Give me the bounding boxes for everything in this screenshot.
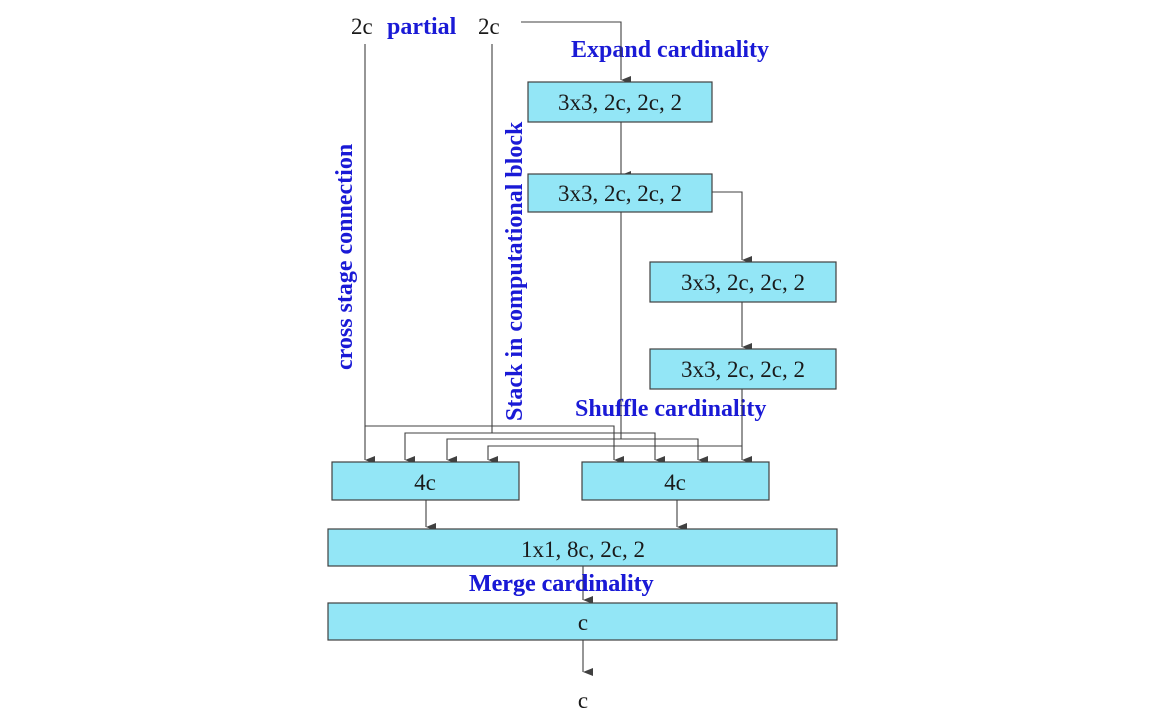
edge-input-to-conv1 <box>521 21 631 84</box>
edge-conv4-to-left <box>487 445 742 464</box>
conv-block-4: 3x3, 2c, 2c, 2 <box>649 348 837 390</box>
stack-computational-block-label: Stack in computational block <box>502 121 528 421</box>
transition-block-label: 1x1, 8c, 2c, 2 <box>521 537 645 562</box>
output-block-label: c <box>578 610 588 635</box>
cross-stage-connection-label: cross stage connection <box>332 144 358 370</box>
merge-cardinality-label-overlay: Merge cardinality <box>469 571 654 597</box>
edge-cross-stage-to-right <box>364 44 624 464</box>
input-right-label: 2c <box>478 14 500 39</box>
concat-block-right: 4c <box>581 461 770 501</box>
input-left-label: 2c <box>351 14 373 39</box>
expand-cardinality-label: Expand cardinality <box>571 37 769 63</box>
conv-block-2: 3x3, 2c, 2c, 2 <box>527 173 713 213</box>
conv-block-4-label: 3x3, 2c, 2c, 2 <box>681 357 805 382</box>
conv-block-1-label: 3x3, 2c, 2c, 2 <box>558 90 682 115</box>
output-block: c <box>327 602 838 641</box>
conv-block-3: 3x3, 2c, 2c, 2 <box>649 261 837 303</box>
partial-label: partial <box>387 14 457 40</box>
edge-conv2-to-left <box>446 438 621 464</box>
conv-block-1: 3x3, 2c, 2c, 2 <box>527 81 713 123</box>
shuffle-cardinality-label: Shuffle cardinality <box>575 396 766 422</box>
merge-cardinality-label: Merge cardinality <box>469 571 654 597</box>
edge-conv2-to-right <box>620 212 708 464</box>
edge-conv2-to-conv3 <box>712 191 752 264</box>
concat-block-left: 4c <box>331 461 520 501</box>
edge-stack-to-left <box>404 432 492 464</box>
concat-block-left-label: 4c <box>414 470 436 495</box>
conv-block-2-label: 3x3, 2c, 2c, 2 <box>558 181 682 206</box>
output-label: c <box>578 688 588 713</box>
concat-block-right-label: 4c <box>664 470 686 495</box>
conv-block-3-label: 3x3, 2c, 2c, 2 <box>681 270 805 295</box>
transition-block: 1x1, 8c, 2c, 2 <box>327 528 838 567</box>
